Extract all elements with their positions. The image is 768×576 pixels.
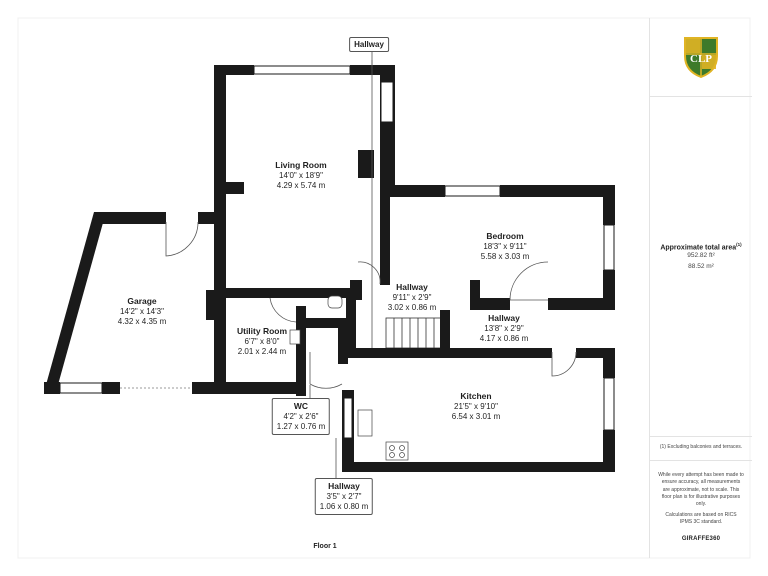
room-garage: Garage 14'2" x 14'3" 4.32 x 4.35 m — [118, 296, 166, 327]
room-name: Living Room — [275, 160, 327, 170]
room-hallway-center: Hallway 9'11" x 2'9" 3.02 x 0.86 m — [388, 282, 436, 313]
room-imperial: 14'2" x 14'3" — [120, 306, 164, 316]
kitchen-windows — [343, 377, 615, 439]
room-metric: 2.01 x 2.44 m — [237, 346, 287, 356]
room-metric: 1.27 x 0.76 m — [276, 421, 326, 431]
room-wc: WC 4'2" x 2'6" 1.27 x 0.76 m — [271, 398, 331, 435]
brand-suffix: 360 — [709, 536, 721, 542]
room-imperial: 14'0" x 18'9" — [279, 170, 323, 180]
brand-mark: GIRAFFE360 — [650, 536, 752, 542]
stairs — [385, 317, 445, 349]
room-hallway-bottom: Hallway 3'5" x 2'7" 1.06 x 0.80 m — [314, 478, 374, 515]
room-imperial: 21'5" x 9'10" — [454, 401, 498, 411]
room-living-room: Living Room 14'0" x 18'9" 4.29 x 5.74 m — [275, 160, 326, 191]
hob-burners — [389, 445, 405, 458]
room-name: Hallway — [328, 481, 360, 491]
total-area: Approximate total area(1) 952.82 ft² 88.… — [650, 242, 752, 272]
room-utility-room: Utility Room 6'7" x 8'0" 2.01 x 2.44 m — [237, 326, 287, 357]
room-name: WC — [293, 401, 309, 411]
area-sqm: 88.52 m² — [688, 262, 714, 270]
room-name: Utility Room — [236, 326, 288, 336]
room-imperial: 13'8" x 2'9" — [484, 323, 524, 333]
floor-label: Floor 1 — [313, 543, 337, 550]
room-name: Kitchen — [460, 391, 492, 401]
area-title: Approximate total area — [660, 244, 737, 252]
room-metric: 4.29 x 5.74 m — [276, 180, 326, 190]
agency-logo: CLP — [650, 34, 752, 80]
room-imperial: 6'7" x 8'0" — [244, 336, 280, 346]
area-sqft: 952.82 ft² — [687, 252, 715, 260]
area-note-marker: (1) — [736, 242, 742, 247]
room-hallway-right: Hallway 13'8" x 2'9" 4.17 x 0.86 m — [480, 313, 528, 344]
room-imperial: 9'11" x 2'9" — [392, 292, 432, 302]
room-bedroom: Bedroom 18'3" x 9'11" 5.58 x 3.03 m — [481, 231, 529, 262]
living-room-windows — [253, 65, 394, 123]
kitchen-sink — [357, 409, 373, 437]
utility-walls — [214, 288, 356, 396]
info-sidebar: CLP Approximate total area(1) 952.82 ft²… — [649, 18, 752, 558]
room-name: Hallway — [396, 282, 428, 292]
shield-logo-icon: CLP — [684, 37, 718, 79]
room-metric: 6.54 x 3.01 m — [451, 411, 501, 421]
room-name: Bedroom — [486, 231, 524, 241]
room-metric: 4.32 x 4.35 m — [117, 316, 167, 326]
logo-letters: CLP — [690, 53, 712, 65]
utility-sink — [289, 329, 301, 345]
wc-door-swing — [309, 352, 343, 389]
kitchen-hob — [385, 441, 409, 461]
room-metric: 5.58 x 3.03 m — [480, 251, 530, 261]
room-imperial: 3'5" x 2'7" — [326, 491, 362, 501]
brand-main: GIRAFFE — [681, 536, 710, 542]
callout-top-hallway: Hallway — [349, 37, 389, 52]
room-imperial: 18'3" x 9'11" — [483, 241, 527, 251]
garage-windows — [59, 382, 103, 394]
room-metric: 4.17 x 0.86 m — [479, 333, 529, 343]
area-footnote: (1) Excluding balconies and terraces. — [659, 444, 743, 450]
hallway-door-swing — [357, 261, 381, 285]
wc-toilet — [327, 295, 343, 309]
bedroom-walls — [380, 185, 615, 310]
room-name: Garage — [127, 296, 157, 306]
ipms-note: Calculations are based on RICS IPMS 3C s… — [665, 512, 737, 526]
utility-door-swing — [269, 297, 297, 323]
room-kitchen: Kitchen 21'5" x 9'10" 6.54 x 3.01 m — [452, 391, 500, 422]
garage-door-swing — [165, 221, 199, 257]
bedroom-windows — [444, 185, 615, 271]
room-name: Hallway — [488, 313, 520, 323]
kitchen-door-swing — [551, 351, 577, 377]
room-metric: 3.02 x 0.86 m — [387, 302, 437, 312]
room-metric: 1.06 x 0.80 m — [319, 501, 369, 511]
disclaimer: While every attempt has been made to ens… — [658, 472, 744, 507]
room-imperial: 4'2" x 2'6" — [283, 411, 319, 421]
bedroom-door-swing — [509, 261, 549, 301]
